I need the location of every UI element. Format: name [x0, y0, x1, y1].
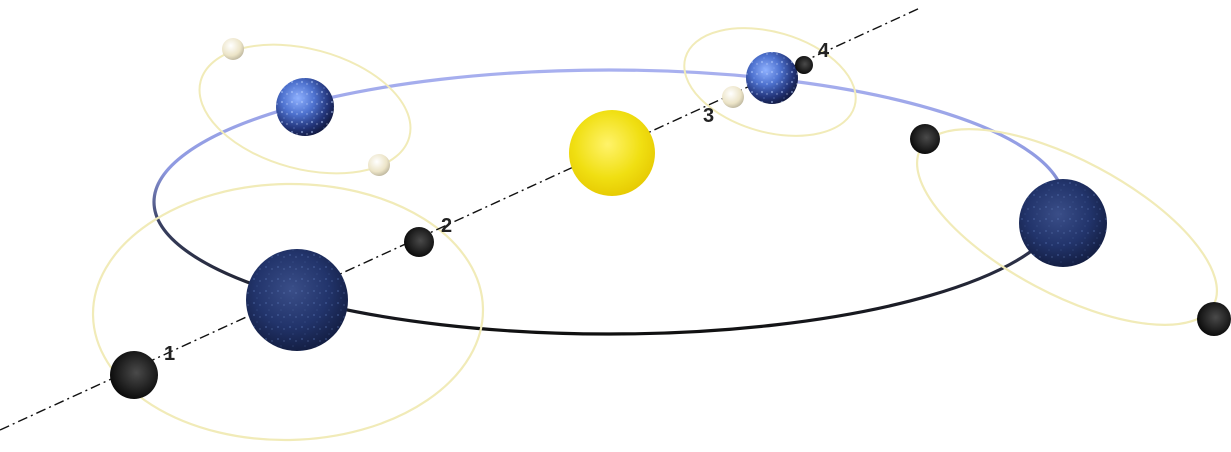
earth-icon — [1019, 179, 1107, 267]
moon-icon — [1197, 302, 1231, 336]
moon-icon — [795, 56, 813, 74]
moon-icon — [110, 351, 158, 399]
label-two: 2 — [441, 215, 452, 237]
moon-icon — [910, 124, 940, 154]
moon-icon — [404, 227, 434, 257]
moon-icon — [368, 154, 390, 176]
earth-icon — [246, 249, 348, 351]
earth-icon — [746, 52, 798, 104]
label-three: 3 — [703, 105, 714, 127]
label-one: 1 — [164, 343, 175, 365]
earth-icon — [276, 78, 334, 136]
label-four: 4 — [818, 40, 830, 62]
moon-icon — [722, 86, 744, 108]
sun-icon — [569, 110, 655, 196]
moon-icon — [222, 38, 244, 60]
